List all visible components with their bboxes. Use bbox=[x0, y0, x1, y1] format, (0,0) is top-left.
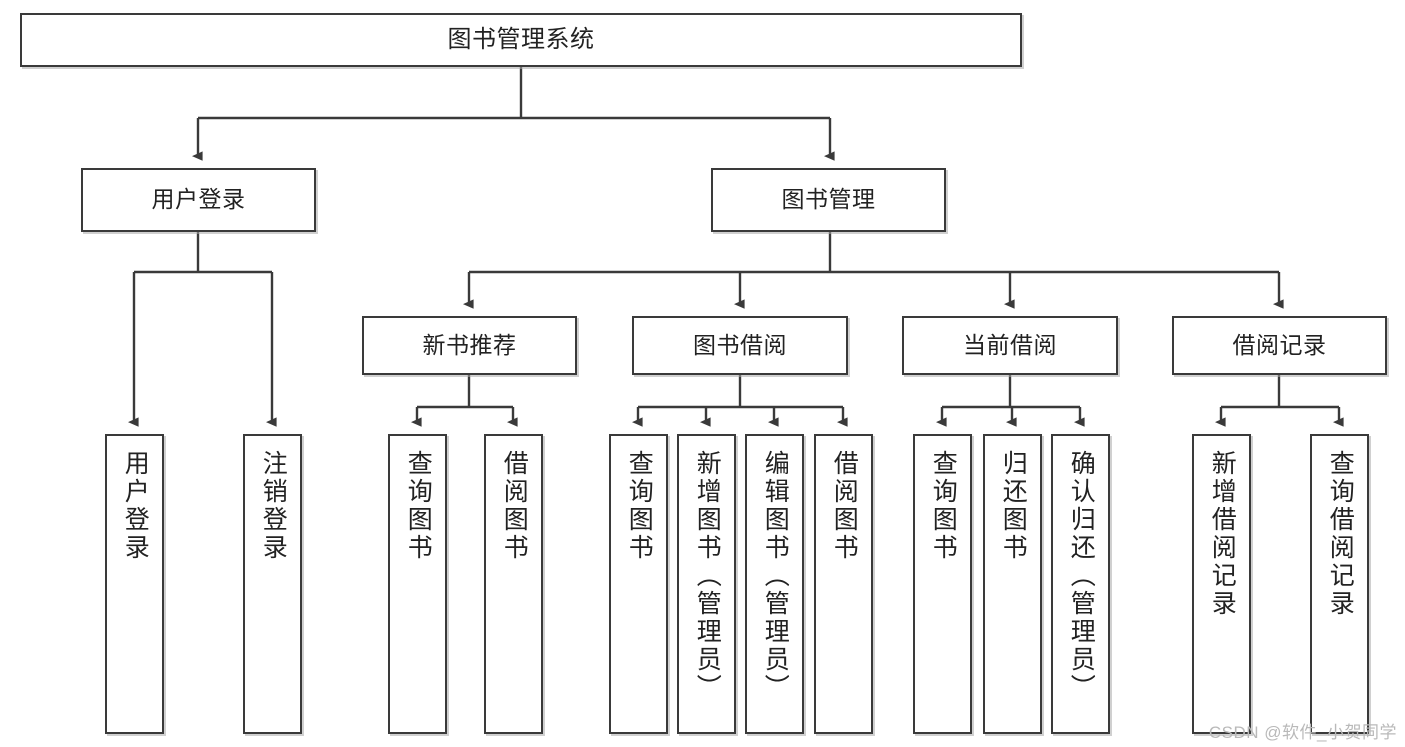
node-leaf-borrow-book-1-label: 借阅图书 bbox=[500, 450, 529, 562]
node-leaf-confirm-return[interactable]: 确认归还（管理员） bbox=[1051, 434, 1110, 734]
node-new-book-recommend[interactable]: 新书推荐 bbox=[362, 316, 577, 375]
node-leaf-query-book-2[interactable]: 查询图书 bbox=[609, 434, 668, 734]
node-leaf-borrow-book-1[interactable]: 借阅图书 bbox=[484, 434, 543, 734]
node-leaf-edit-book-label: 编辑图书（管理员） bbox=[761, 450, 790, 702]
node-leaf-logout[interactable]: 注销登录 bbox=[243, 434, 302, 734]
node-current-borrow[interactable]: 当前借阅 bbox=[902, 316, 1118, 375]
node-leaf-add-book[interactable]: 新增图书（管理员） bbox=[677, 434, 736, 734]
node-leaf-borrow-book-2-label: 借阅图书 bbox=[830, 450, 859, 562]
node-user-login[interactable]: 用户登录 bbox=[81, 168, 316, 232]
node-book-manage-label: 图书管理 bbox=[781, 186, 876, 213]
node-leaf-query-book-2-label: 查询图书 bbox=[625, 450, 654, 562]
node-leaf-query-record-label: 查询借阅记录 bbox=[1326, 450, 1355, 618]
node-leaf-user-login-label: 用户登录 bbox=[121, 450, 150, 562]
node-book-manage[interactable]: 图书管理 bbox=[711, 168, 946, 232]
node-leaf-add-record[interactable]: 新增借阅记录 bbox=[1192, 434, 1251, 734]
node-leaf-user-login[interactable]: 用户登录 bbox=[105, 434, 164, 734]
node-user-login-label: 用户登录 bbox=[151, 186, 246, 213]
node-leaf-query-record[interactable]: 查询借阅记录 bbox=[1310, 434, 1369, 734]
node-leaf-logout-label: 注销登录 bbox=[259, 450, 288, 562]
node-leaf-return-book-label: 归还图书 bbox=[999, 450, 1028, 562]
node-borrow-record[interactable]: 借阅记录 bbox=[1172, 316, 1387, 375]
node-leaf-add-record-label: 新增借阅记录 bbox=[1208, 450, 1237, 618]
node-leaf-query-book-1-label: 查询图书 bbox=[404, 450, 433, 562]
node-leaf-confirm-return-label: 确认归还（管理员） bbox=[1067, 450, 1096, 702]
node-leaf-return-book[interactable]: 归还图书 bbox=[983, 434, 1042, 734]
node-leaf-query-book-3[interactable]: 查询图书 bbox=[913, 434, 972, 734]
node-leaf-query-book-3-label: 查询图书 bbox=[929, 450, 958, 562]
node-leaf-edit-book[interactable]: 编辑图书（管理员） bbox=[745, 434, 804, 734]
node-book-borrow-label: 图书借阅 bbox=[693, 331, 787, 358]
node-leaf-add-book-label: 新增图书（管理员） bbox=[693, 450, 722, 702]
node-leaf-borrow-book-2[interactable]: 借阅图书 bbox=[814, 434, 873, 734]
node-leaf-query-book-1[interactable]: 查询图书 bbox=[388, 434, 447, 734]
node-book-borrow[interactable]: 图书借阅 bbox=[632, 316, 848, 375]
node-root-label: 图书管理系统 bbox=[447, 25, 595, 53]
node-borrow-record-label: 借阅记录 bbox=[1232, 331, 1327, 358]
node-new-book-recommend-label: 新书推荐 bbox=[422, 331, 517, 358]
node-root[interactable]: 图书管理系统 bbox=[20, 13, 1022, 67]
node-current-borrow-label: 当前借阅 bbox=[963, 331, 1057, 358]
